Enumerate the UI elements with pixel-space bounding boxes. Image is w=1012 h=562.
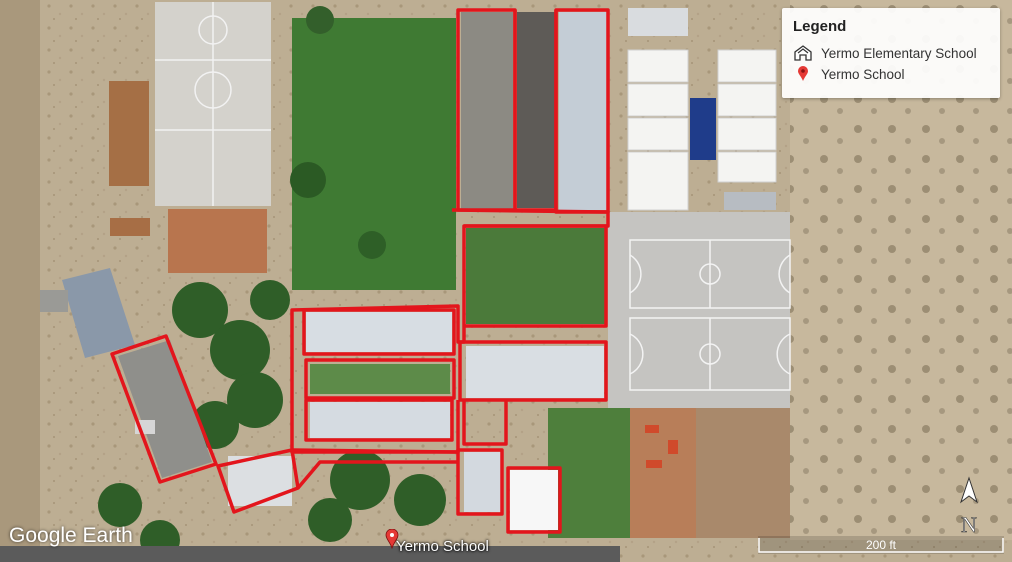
scale-label: 200 ft — [865, 538, 897, 552]
north-arrow-icon[interactable]: N — [957, 476, 981, 540]
place-label[interactable]: Yermo School — [396, 538, 489, 555]
school-outlines — [110, 8, 610, 534]
building-gym-west — [62, 268, 135, 358]
place-pin-icon[interactable] — [385, 529, 399, 549]
dirt-south — [696, 408, 790, 538]
shade-structure — [690, 98, 716, 160]
shed-west — [40, 290, 68, 312]
shed-north — [628, 8, 688, 36]
sandbox-south — [110, 218, 150, 236]
scale-bar: 200 ft — [758, 536, 1004, 554]
legend-title: Legend — [793, 18, 847, 35]
sandbox-north — [109, 81, 149, 186]
building-north-1 — [461, 12, 513, 210]
legend-item-label: Yermo Elementary School — [821, 45, 977, 61]
court-basketball — [608, 212, 790, 408]
school-icon — [794, 45, 812, 61]
playground-south — [630, 408, 696, 538]
legend-item-label: Yermo School — [821, 66, 905, 82]
legend-item-school: Yermo Elementary School — [794, 44, 977, 62]
building-north-3 — [559, 12, 607, 210]
map-pin-icon — [794, 66, 812, 82]
building-north-2 — [517, 12, 555, 208]
courtyard-grass — [466, 228, 606, 324]
shed-east — [724, 192, 776, 210]
legend-item-pin: Yermo School — [794, 65, 905, 83]
north-label: N — [961, 512, 977, 537]
playground-west — [168, 209, 267, 273]
dirt-strip-west — [0, 0, 40, 562]
legend-panel: Legend Yermo Elementary School Yermo Sch… — [782, 8, 1000, 98]
google-earth-logo: Google Earth — [9, 524, 133, 547]
